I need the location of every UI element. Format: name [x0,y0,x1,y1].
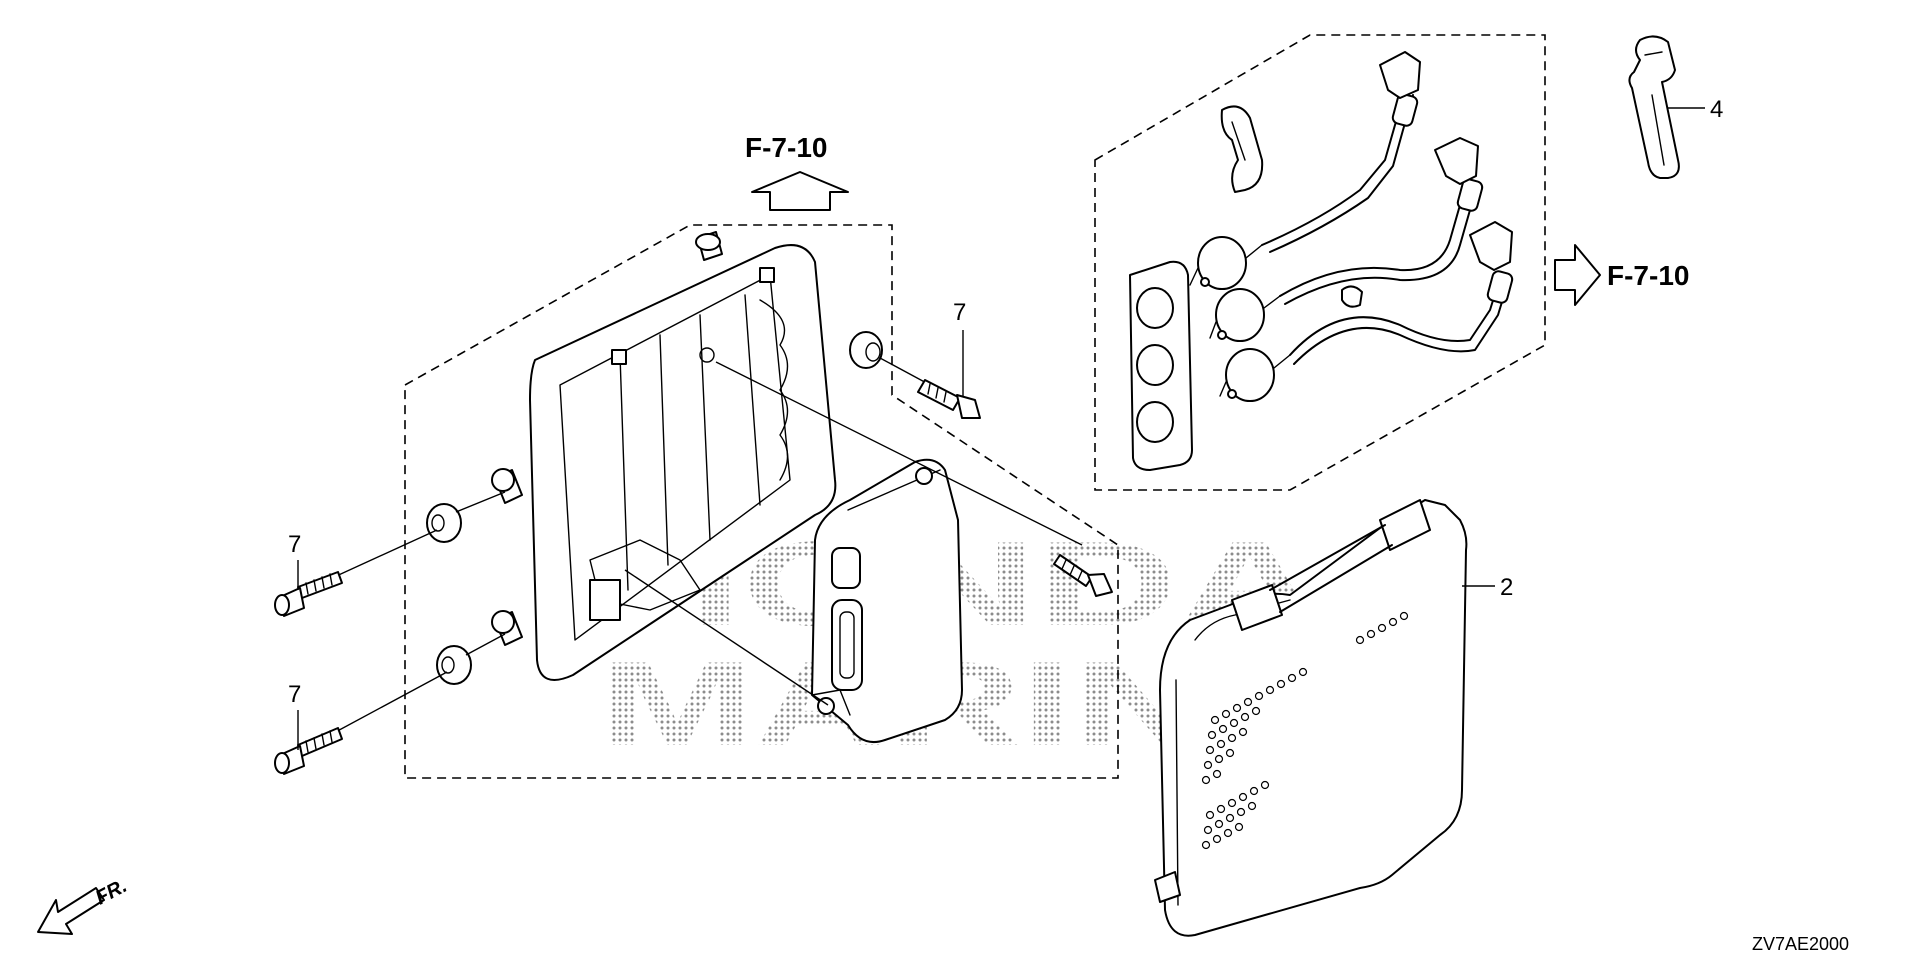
arrow-right-icon [1554,244,1601,306]
spark-plug-cable-1[interactable] [1261,51,1421,253]
ignition-coil-2[interactable] [1209,288,1281,342]
callout-cover: 2 [1500,574,1513,601]
callout-bolt-left-lower: 7 [288,681,301,708]
reference-right[interactable]: F-7-10 [1554,244,1689,306]
mount-line-2 [624,569,829,706]
clip-part[interactable] [1628,35,1680,179]
ignition-coil-block[interactable] [1129,260,1193,471]
arrow-front-icon [37,887,105,935]
bolt-left-lower[interactable] [274,727,343,775]
reference-top[interactable]: F-7-10 [745,132,849,211]
reference-right-label: F-7-10 [1607,260,1689,291]
cable-clamp[interactable] [1220,105,1363,308]
ignition-coil-assembly-boundary [1094,34,1546,491]
grommet-top-left[interactable] [695,231,723,261]
bolt-left-upper[interactable] [274,571,343,617]
bolt-ecu-right[interactable] [1053,554,1113,597]
ecu-cover[interactable] [1154,499,1468,937]
ecu-bracket[interactable] [529,244,837,681]
callout-bolt-left-upper: 7 [288,531,301,558]
diagram-code: ZV7AE2000 [1752,934,1849,954]
ignition-coil-1[interactable] [1189,236,1263,290]
grommet-upper-right[interactable] [849,331,933,387]
grommet-left-upper[interactable] [426,468,523,543]
grommet-left-lower[interactable] [436,610,523,685]
callout-bolt-upper: 7 [953,299,966,326]
reference-top-label: F-7-10 [745,132,827,163]
bolt-upper[interactable] [917,379,981,419]
callout-clip: 4 [1710,96,1723,123]
ecu-module[interactable] [811,458,963,744]
arrow-up-icon [751,171,849,211]
ignition-coil-3[interactable] [1219,348,1291,402]
front-direction: FR. [37,875,131,935]
bolt-left-upper-leader [331,529,438,579]
spark-plug-cable-3[interactable] [1289,221,1514,365]
spark-plug-cable-2[interactable] [1279,137,1484,305]
mount-line-1 [715,361,1083,546]
bolt-left-lower-leader [329,671,448,736]
ecu-assembly-boundary [404,224,1119,779]
